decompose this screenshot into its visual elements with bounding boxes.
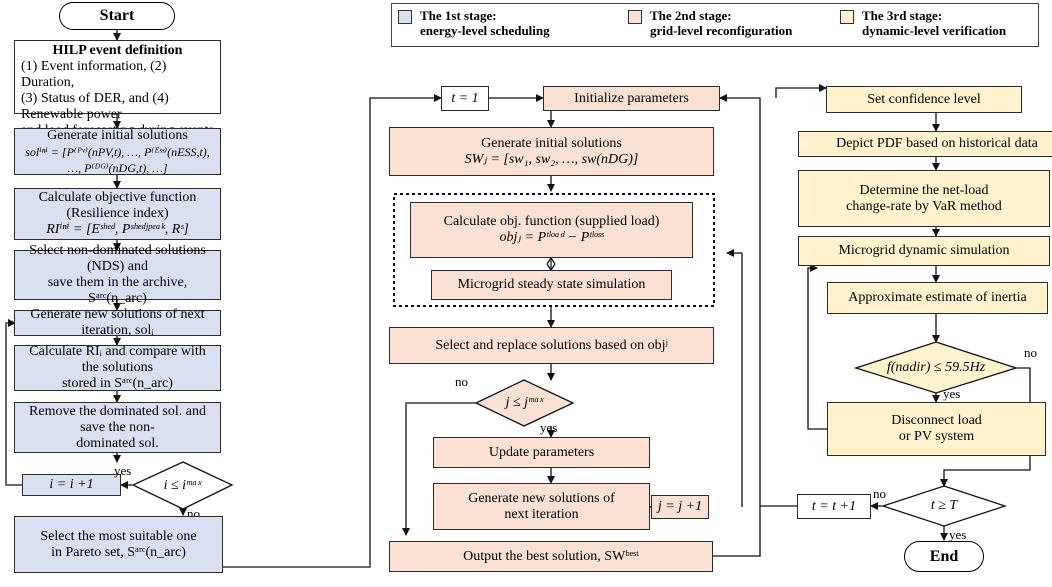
calculate-objective-box: Calculate objective function (Resilience…	[14, 188, 221, 240]
formula: RIⁱⁿⁱ = [Eˢʰᵉᵈ, Pˢʰᵉᵈʲᵖᵉᵃᵏ, Rˢ]	[46, 222, 189, 237]
generate-initial-switch-box: Generate initial solutions SWⱼ = [sw₁, s…	[389, 127, 714, 176]
box-label: stored in Sᵃʳᶜ(n_arc)	[62, 376, 173, 391]
box-label: Calculate obj. function (supplied load)	[443, 214, 660, 229]
box-label: or PV system	[898, 429, 975, 444]
yes-label: yes	[540, 420, 558, 435]
legend-title: The 2nd stage:	[650, 8, 732, 23]
legend-swatch-blue	[398, 10, 412, 24]
increment-t-box: t = t +1	[797, 494, 871, 519]
box-label: Generate new solutions of	[468, 490, 615, 506]
initialize-parameters-box: Initialize parameters	[543, 86, 720, 111]
generate-initial-solutions-box: Generate initial solutions solⁱⁿⁱ = [P⁽ᴾ…	[14, 128, 221, 175]
box-label: Approximate estimate of inertia	[848, 290, 1027, 305]
box-label: Generate initial solutions	[47, 127, 188, 143]
legend-swatch-pink	[628, 10, 642, 24]
box-label: Generate initial solutions	[481, 135, 622, 151]
box-label: Microgrid steady state simulation	[457, 277, 646, 292]
depict-pdf-box: Depict PDF based on historical data	[798, 131, 1052, 157]
generate-new-solutions-box: Generate new solutions of next iteration…	[14, 307, 221, 338]
box-label: Microgrid dynamic simulation	[838, 243, 1010, 258]
legend-stage-2: The 2nd stage:grid-level reconfiguration	[628, 8, 792, 38]
event-definition-box: HILP event definition (1) Event informat…	[14, 40, 221, 138]
select-nds-box: Select non-dominated solutions (NDS) and…	[14, 243, 221, 306]
event-line: (1) Event information, (2) Duration,	[21, 59, 167, 90]
decision-t-max: t ≥ T	[930, 498, 958, 513]
box-label: Depict PDF based on historical data	[836, 136, 1038, 151]
box-label: Initialize parameters	[574, 90, 689, 106]
box-label: save them in the archive, Sᵃʳᶜ(n_arc)	[47, 275, 188, 306]
formula: SWⱼ = [sw₁, sw₂, …, sw(nDG)]	[464, 151, 639, 167]
box-label: Calculate RIᵢ and compare with the solut…	[29, 344, 206, 375]
inertia-estimate-box: Approximate estimate of inertia	[827, 282, 1048, 314]
box-label: change-rate by VaR method	[846, 198, 1002, 214]
box-label: Update parameters	[488, 444, 595, 460]
box-label: Disconnect load	[891, 413, 982, 428]
increment-j-box: j = j +1	[651, 495, 709, 519]
yes-label: yes	[943, 386, 961, 401]
box-label: Calculate objective function (Resilience…	[38, 190, 197, 221]
box-label: next iteration	[504, 506, 579, 522]
select-replace-box: Select and replace solutions based on ob…	[389, 327, 714, 364]
formula: objⱼ = Pᵗˡᵒᵃᵈ − Pᵗˡᵒˢˢ	[499, 230, 604, 245]
legend-stage-3: The 3rd stage:dynamic-level verification	[840, 8, 1006, 38]
box-label: dominated sol.	[76, 435, 159, 451]
legend-title: The 1st stage:	[420, 8, 497, 23]
remove-dominated-box: Remove the dominated sol. and save the n…	[14, 402, 221, 453]
output-best-solution-box: Output the best solution, SWᵇᵉˢᵗ	[389, 541, 713, 572]
yes-label: yes	[949, 527, 967, 542]
no-label: no	[455, 374, 468, 389]
legend-title: The 3rd stage:	[862, 8, 943, 23]
start-terminal: Start	[59, 2, 175, 30]
legend-stage-1: The 1st stage:energy-level scheduling	[398, 8, 550, 38]
decision-f-nadir: f(nadir) ≤ 59.5Hz	[886, 359, 986, 375]
no-label: no	[1024, 345, 1037, 360]
event-line: (3) Status of DER, and (4) Renewable pow…	[21, 91, 169, 122]
end-terminal: End	[904, 541, 984, 572]
box-label: t = t +1	[811, 498, 857, 514]
calculate-supplied-load-box: Calculate obj. function (supplied load) …	[410, 202, 693, 258]
box-label: Determine the net-load	[859, 182, 989, 198]
calculate-ri-box: Calculate RIᵢ and compare with the solut…	[14, 344, 221, 391]
formula: solⁱⁿⁱ = [P⁽ᴾᵛ⁾(nPV,t), …, P⁽ᴱˢˢ⁾(nESS,t…	[25, 144, 210, 175]
box-label: Select and replace solutions based on ob…	[435, 337, 668, 353]
box-label: Output the best solution, SWᵇᵉˢᵗ	[463, 548, 639, 564]
yes-label: yes	[114, 463, 132, 478]
legend-swatch-yellow	[840, 10, 854, 24]
select-best-pareto-box: Select the most suitable one in Pareto s…	[14, 516, 223, 573]
steady-state-simulation-box: Microgrid steady state simulation	[431, 270, 672, 300]
decision-i-max: i ≤ iᵐᵃˣ	[163, 477, 202, 493]
dynamic-simulation-box: Microgrid dynamic simulation	[798, 236, 1050, 266]
box-label: Select non-dominated solutions (NDS) and	[29, 243, 206, 274]
box-label: Generate new solutions of next iteration…	[30, 307, 205, 338]
update-parameters-box: Update parameters	[433, 437, 650, 468]
event-definition-title: HILP event definition	[52, 43, 183, 58]
decision-j-max: j ≤ jᵐᵃˣ	[505, 395, 544, 410]
set-confidence-box: Set confidence level	[826, 86, 1022, 113]
box-label: i = i +1	[49, 477, 94, 492]
disconnect-load-box: Disconnect load or PV system	[827, 402, 1046, 456]
no-label: no	[873, 486, 886, 501]
box-label: in Pareto set, Sᵃʳᶜ(n_arc)	[51, 544, 186, 560]
increment-i-box: i = i +1	[22, 474, 121, 496]
t-equals-1-box: t = 1	[441, 86, 489, 111]
box-label: Select the most suitable one	[40, 528, 197, 544]
legend-subtitle: dynamic-level verification	[862, 23, 1007, 38]
legend-subtitle: energy-level scheduling	[420, 23, 550, 38]
determine-netload-box: Determine the net-load change-rate by Va…	[798, 170, 1050, 227]
legend-subtitle: grid-level reconfiguration	[650, 23, 793, 38]
box-label: j = j +1	[657, 499, 703, 514]
box-label: t = 1	[451, 90, 479, 106]
box-label: Remove the dominated sol. and save the n…	[29, 403, 206, 435]
generate-new-switch-box: Generate new solutions of next iteration	[433, 483, 650, 530]
box-label: Set confidence level	[867, 91, 981, 107]
legend-frame	[391, 3, 1039, 47]
